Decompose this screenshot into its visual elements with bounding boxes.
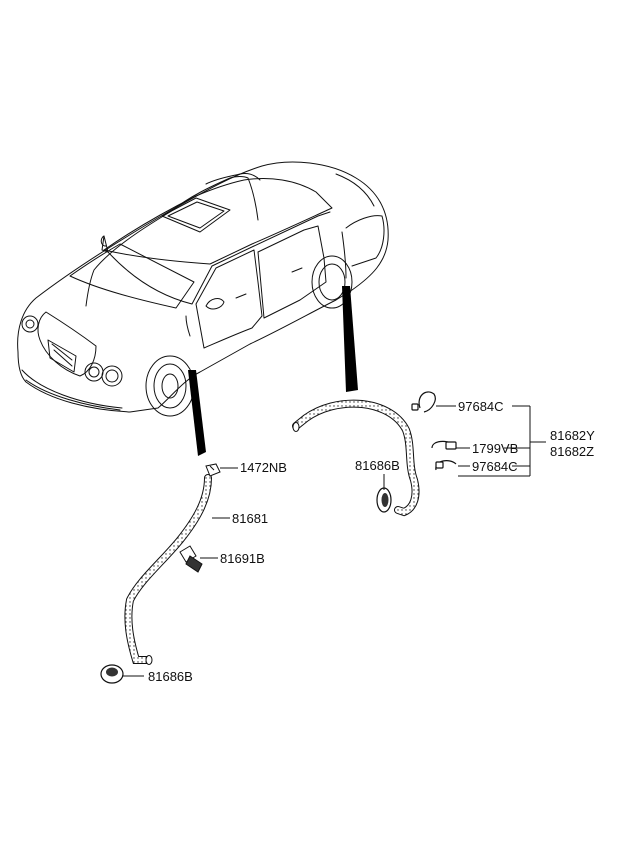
connector-81691b-icon	[179, 545, 203, 573]
label-81681: 81681	[232, 511, 268, 526]
leader-lines	[122, 405, 546, 677]
label-97684c-bottom: 97684C	[472, 459, 518, 474]
label-1799vb: 1799VB	[472, 441, 518, 456]
label-81682z: 81682Z	[550, 444, 594, 459]
clip-1472nb-icon	[205, 463, 221, 477]
pointer-wedge-right	[342, 286, 358, 392]
hose-81682	[292, 399, 420, 517]
label-81682y: 81682Y	[550, 428, 595, 443]
label-97684c-top: 97684C	[458, 399, 504, 414]
hose-81681	[124, 474, 212, 665]
car-illustration	[17, 161, 389, 417]
clip-97684c-top-icon	[411, 391, 436, 413]
label-1472nb: 1472NB	[240, 460, 287, 475]
clip-1799vb-icon	[431, 440, 457, 450]
label-81691b: 81691B	[220, 551, 265, 566]
grommet-81686b-right-icon	[376, 487, 392, 513]
pointer-wedge-left	[188, 370, 206, 456]
clip-97684c-bottom-icon	[435, 460, 457, 471]
label-81686b-left: 81686B	[148, 669, 193, 684]
grommet-81686b-left-icon	[100, 664, 124, 684]
label-81686b-right: 81686B	[355, 458, 400, 473]
